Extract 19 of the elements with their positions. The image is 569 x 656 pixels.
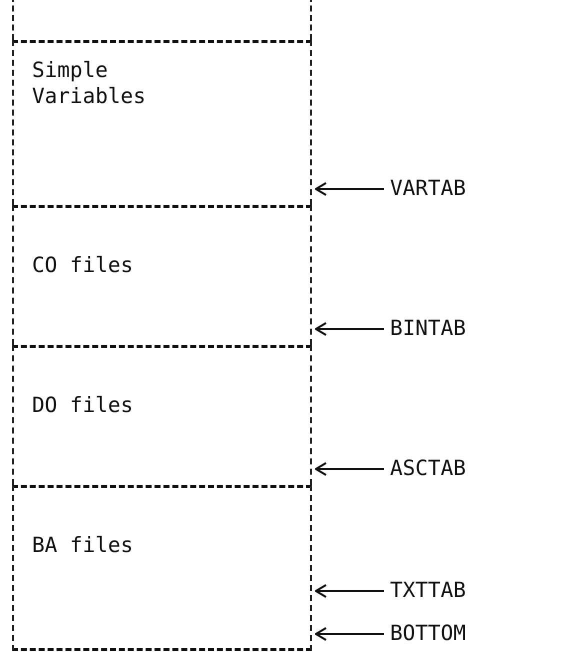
pointer-label: ASCTAB: [390, 455, 466, 481]
pointer-label: BOTTOM: [390, 620, 466, 646]
arrow: [315, 182, 384, 196]
region-label: CO files: [32, 252, 134, 278]
pointer-label: BINTAB: [390, 315, 466, 341]
memory-region: [12, 40, 312, 205]
pointer-label: VARTAB: [390, 175, 466, 201]
arrow: [315, 627, 384, 641]
region-label: BA files: [32, 532, 134, 558]
memory-region: [12, 485, 312, 651]
arrow: [315, 584, 384, 598]
memory-region: [12, 345, 312, 485]
pointer-label: TXTTAB: [390, 577, 466, 603]
memory-region: [12, 205, 312, 345]
region-label: DO files: [32, 392, 134, 418]
arrow: [315, 462, 384, 476]
memory-region: [12, 0, 312, 40]
region-label: Simple Variables: [32, 57, 147, 109]
arrow: [315, 322, 384, 336]
